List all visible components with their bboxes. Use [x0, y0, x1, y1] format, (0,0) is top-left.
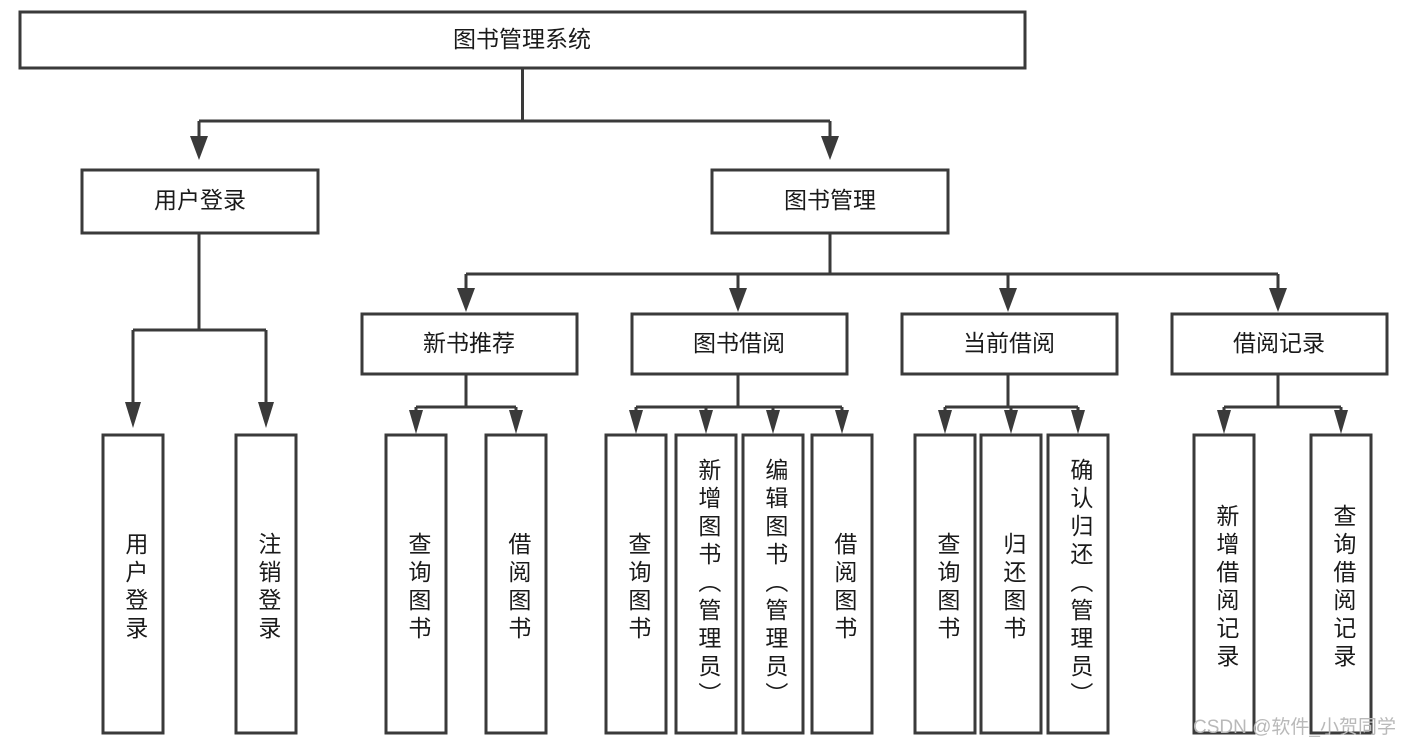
- arrowhead-user-login-child1: [125, 402, 141, 428]
- leaf-user-login-1-label: 用户登录: [122, 532, 149, 644]
- connector-group-new-book: [409, 374, 523, 434]
- arrowhead-cb-child2: [1004, 410, 1018, 434]
- node-current-borrow[interactable]: 当前借阅: [900, 312, 1119, 376]
- arrowhead-bb-child1: [629, 410, 643, 434]
- leaf-new-book-2-label: 借阅图书: [505, 532, 532, 644]
- arrowhead-nb-child1: [409, 410, 423, 434]
- node-current-borrow-box[interactable]: [900, 312, 1119, 376]
- connector-group-user-login: [125, 233, 274, 428]
- leaf-borrow-record-1-box[interactable]: [1192, 433, 1256, 735]
- arrowhead-bb-child3: [766, 410, 780, 434]
- leaf-new-book-1-box[interactable]: [384, 433, 448, 735]
- leaf-book-borrow-2-label: 新增图书（管理员）: [695, 458, 722, 710]
- leaf-user-login-2[interactable]: 注销登录: [234, 433, 298, 735]
- leaf-current-borrow-2[interactable]: 归还图书: [979, 433, 1043, 735]
- connector-group-borrow-record: [1217, 374, 1348, 434]
- watermark-label: CSDN @软件_小贺同学: [1193, 716, 1396, 738]
- leaf-book-borrow-2-box[interactable]: [674, 433, 738, 735]
- leaf-user-login-1-box[interactable]: [101, 433, 165, 735]
- leaf-new-book-2[interactable]: 借阅图书: [484, 433, 548, 735]
- arrowhead-bb-child4: [835, 410, 849, 434]
- leaf-user-login-1[interactable]: 用户登录: [101, 433, 165, 735]
- node-new-book-recommend[interactable]: 新书推荐: [360, 312, 579, 376]
- leaf-borrow-record-1-label: 新增借阅记录: [1213, 504, 1240, 672]
- node-borrow-record-box[interactable]: [1170, 312, 1389, 376]
- node-root-label: 图书管理系统: [453, 26, 591, 52]
- arrowhead-nb-child2: [509, 410, 523, 434]
- leaf-book-borrow-1[interactable]: 查询图书: [604, 433, 668, 735]
- leaf-current-borrow-2-box[interactable]: [979, 433, 1043, 735]
- leaf-book-borrow-2[interactable]: 新增图书（管理员）: [674, 433, 738, 735]
- leaf-user-login-2-box[interactable]: [234, 433, 298, 735]
- node-book-borrow-box[interactable]: [630, 312, 849, 376]
- arrowhead-current-borrow: [999, 288, 1017, 312]
- node-book-management-label: 图书管理: [784, 187, 876, 213]
- arrowhead-new-book: [457, 288, 475, 312]
- leaf-book-borrow-3-box[interactable]: [741, 433, 805, 735]
- node-root[interactable]: 图书管理系统: [18, 10, 1027, 70]
- leaf-book-borrow-4-box[interactable]: [810, 433, 874, 735]
- node-book-management[interactable]: 图书管理: [710, 168, 950, 235]
- node-book-management-box[interactable]: [710, 168, 950, 235]
- leaf-current-borrow-1-label: 查询图书: [934, 532, 961, 644]
- arrowhead-book-borrow: [729, 288, 747, 312]
- node-root-box[interactable]: [18, 10, 1027, 70]
- leaf-current-borrow-1[interactable]: 查询图书: [913, 433, 977, 735]
- node-user-login-label: 用户登录: [154, 187, 246, 213]
- leaf-book-borrow-1-label: 查询图书: [625, 532, 652, 644]
- arrowhead-user-login: [190, 136, 208, 160]
- leaf-book-borrow-1-box[interactable]: [604, 433, 668, 735]
- node-borrow-record[interactable]: 借阅记录: [1170, 312, 1389, 376]
- node-new-book-recommend-box[interactable]: [360, 312, 579, 376]
- leaf-book-borrow-3-label: 编辑图书（管理员）: [762, 458, 789, 710]
- node-current-borrow-label: 当前借阅: [963, 330, 1055, 356]
- node-borrow-record-label: 借阅记录: [1233, 330, 1325, 356]
- leaf-current-borrow-2-label: 归还图书: [1000, 532, 1027, 644]
- leaf-book-borrow-3[interactable]: 编辑图书（管理员）: [741, 433, 805, 735]
- node-new-book-recommend-label: 新书推荐: [423, 330, 515, 356]
- leaf-current-borrow-1-box[interactable]: [913, 433, 977, 735]
- node-user-login[interactable]: 用户登录: [80, 168, 320, 235]
- arrowhead-bb-child2: [699, 410, 713, 434]
- arrowhead-user-login-child2: [258, 402, 274, 428]
- node-user-login-box[interactable]: [80, 168, 320, 235]
- connector-group-book-borrow: [629, 374, 849, 434]
- leaf-borrow-record-2[interactable]: 查询借阅记录: [1309, 433, 1373, 735]
- leaf-current-borrow-3[interactable]: 确认归还（管理员）: [1046, 433, 1110, 735]
- arrowhead-cb-child3: [1071, 410, 1085, 434]
- leaf-new-book-1-label: 查询图书: [405, 532, 432, 644]
- arrowhead-borrow-record: [1269, 288, 1287, 312]
- arrowhead-book-mgmt: [821, 136, 839, 160]
- leaf-new-book-1[interactable]: 查询图书: [384, 433, 448, 735]
- leaf-book-borrow-4-label: 借阅图书: [831, 532, 858, 644]
- connector-group-root: [190, 68, 839, 160]
- leaf-borrow-record-2-label: 查询借阅记录: [1330, 504, 1357, 672]
- arrowhead-br-child1: [1217, 410, 1231, 434]
- connector-group-book-mgmt: [457, 233, 1287, 312]
- leaf-borrow-record-2-box[interactable]: [1309, 433, 1373, 735]
- leaf-current-borrow-3-box[interactable]: [1046, 433, 1110, 735]
- leaf-user-login-2-label: 注销登录: [255, 532, 282, 644]
- leaf-current-borrow-3-label: 确认归还（管理员）: [1067, 458, 1094, 710]
- leaf-book-borrow-4[interactable]: 借阅图书: [810, 433, 874, 735]
- arrowhead-cb-child1: [938, 410, 952, 434]
- leaf-borrow-record-1[interactable]: 新增借阅记录: [1192, 433, 1256, 735]
- node-book-borrow[interactable]: 图书借阅: [630, 312, 849, 376]
- arrowhead-br-child2: [1334, 410, 1348, 434]
- leaf-new-book-2-box[interactable]: [484, 433, 548, 735]
- connector-group-current-borrow: [938, 374, 1085, 434]
- node-book-borrow-label: 图书借阅: [693, 330, 785, 356]
